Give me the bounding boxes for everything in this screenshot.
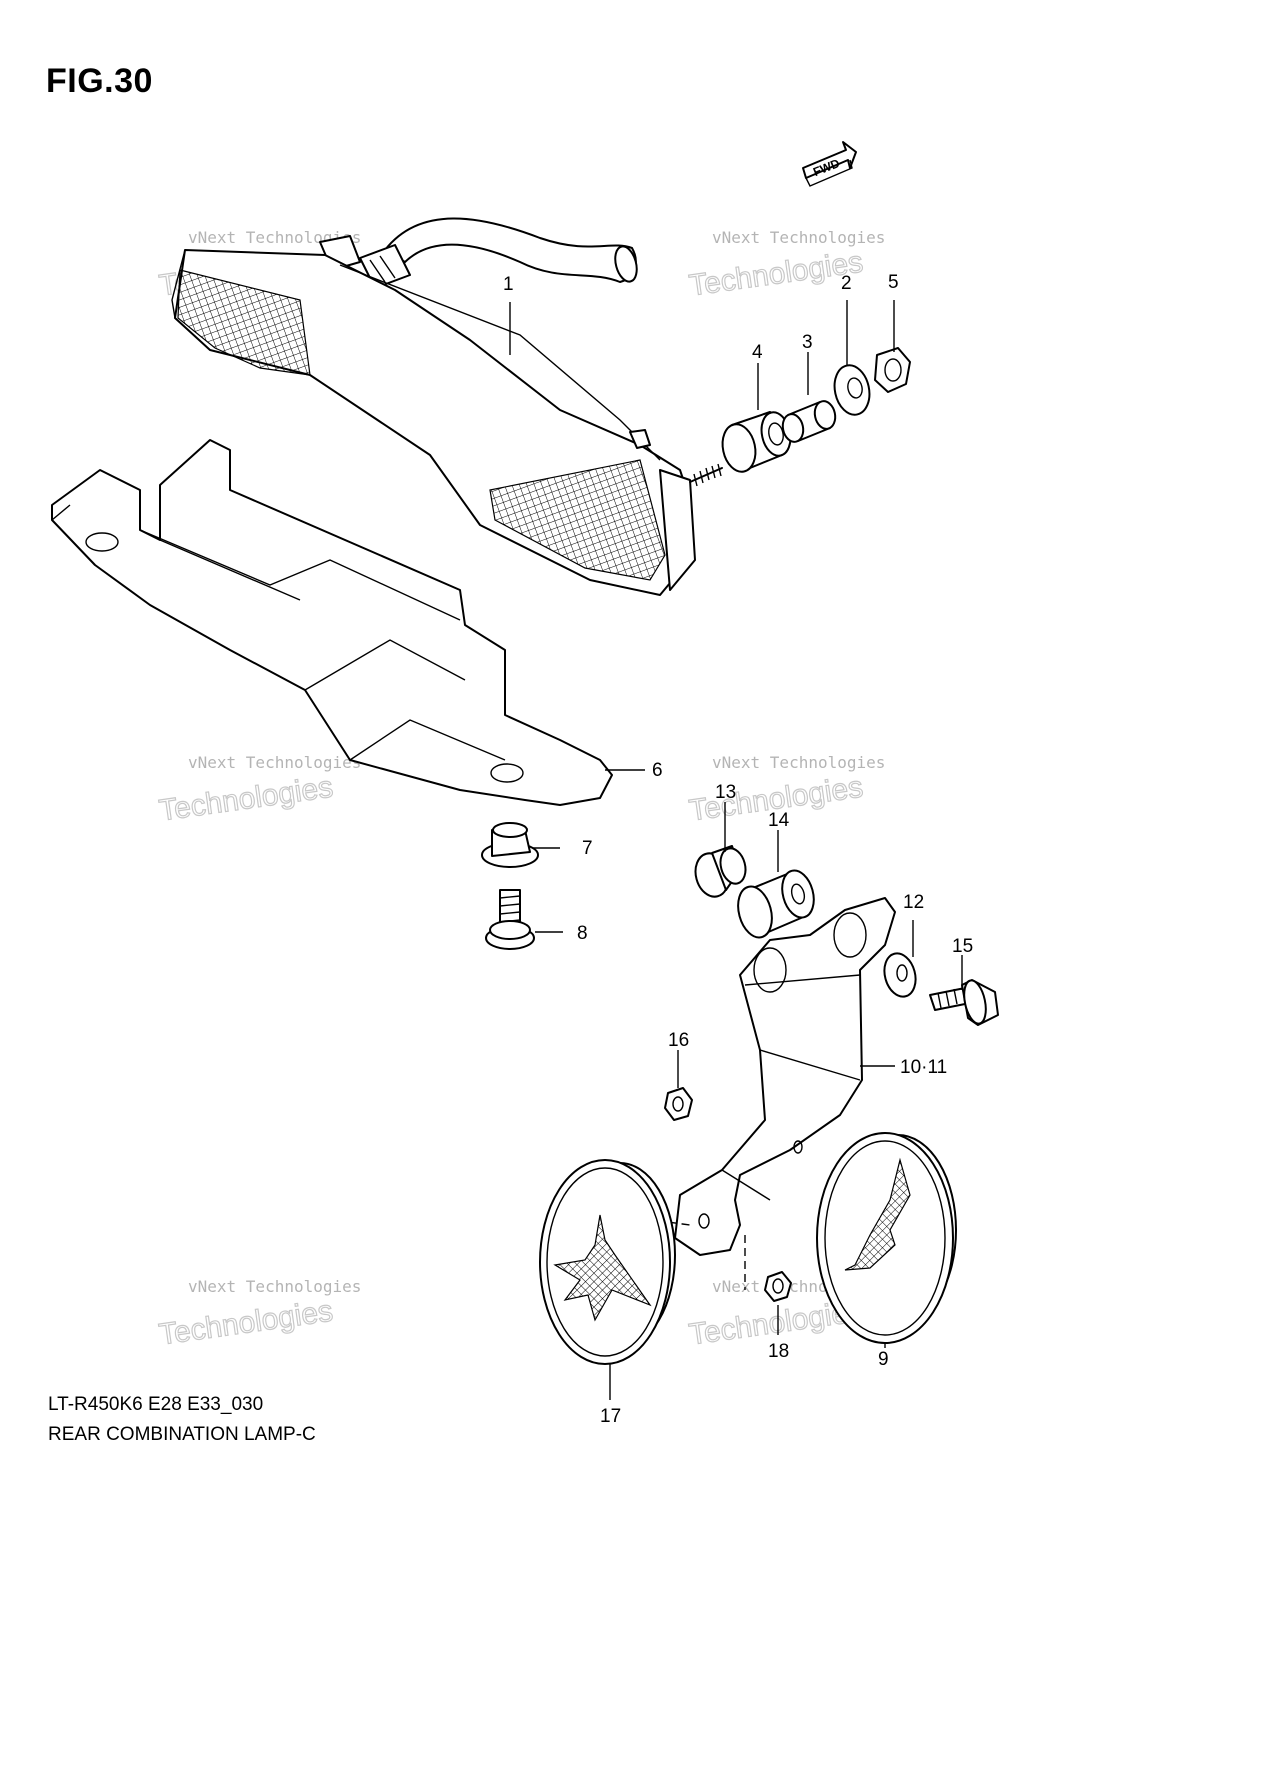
watermark-text: vNext Technologies [712,228,885,247]
lamp-bracket [51,439,613,806]
callout-1: 1 [503,274,514,295]
watermark-text: vNext Technologies [188,228,361,247]
callout-3: 3 [802,332,813,353]
figure-title: FIG.30 [46,62,153,100]
watermark-5: vNext Technologies Technologies [156,1277,361,1352]
washer [833,364,871,416]
callout-16: 16 [668,1030,689,1051]
grommet [721,411,792,473]
fwd-label: FWD [811,156,842,179]
screw [485,889,535,950]
flange-nut [481,822,539,868]
rubber-cushion [737,869,815,939]
leader-lines [509,300,963,1400]
callout-17: 17 [600,1406,621,1427]
watermark-text: vNext Technologies [188,1277,361,1296]
diagram-code: LT-R450K6 E28 E33_030 [48,1394,264,1415]
callout-9: 9 [878,1349,889,1370]
callout-2: 2 [841,273,852,294]
fwd-arrow-icon: FWD [802,141,857,187]
diagram-name: REAR COMBINATION LAMP-C [48,1424,316,1445]
callout-5: 5 [888,272,899,293]
callout-12: 12 [903,892,924,913]
reflector-right [816,1132,957,1344]
callout-8: 8 [577,923,588,944]
callout-18: 18 [768,1341,789,1362]
spacer [694,845,747,898]
watermark-text-large: Technologies [157,771,335,828]
reflector-bracket [674,897,896,1256]
watermark-text: vNext Technologies [188,753,361,772]
watermark-text: vNext Technologies [712,753,885,772]
callout-10-11: 10·11 [900,1057,947,1078]
watermark-text-large: Technologies [687,246,865,303]
collar [781,400,837,443]
callout-6: 6 [652,760,663,781]
nut [874,347,911,393]
bracket-washer [883,952,917,998]
callout-4: 4 [752,342,763,363]
watermark-2: vNext Technologies Technologies [686,228,885,303]
callout-15: 15 [952,936,973,957]
callouts: 1 2 3 4 5 6 7 8 9 10·11 12 13 14 15 16 1… [503,272,973,1427]
watermark-3: vNext Technologies Technologies [156,753,361,828]
callout-14: 14 [768,810,790,831]
reflector-left [539,1159,676,1365]
flange-bolt [929,979,999,1026]
rear-combination-lamp [171,217,723,596]
reflector-nut-lower [764,1271,792,1302]
reflector-nut-upper [664,1087,693,1121]
watermark-text-large: Technologies [157,1295,335,1352]
callout-13: 13 [715,782,736,803]
callout-7: 7 [582,838,593,859]
